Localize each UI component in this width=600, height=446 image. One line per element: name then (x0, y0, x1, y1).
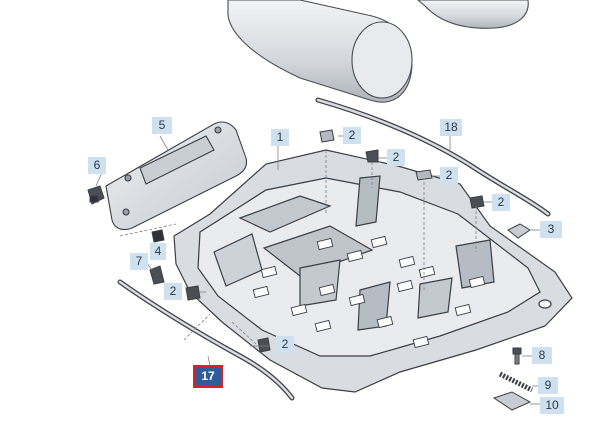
callout-5[interactable]: 5 (152, 117, 172, 134)
underbody-panel-1 (173, 149, 573, 393)
cover-10 (492, 391, 532, 411)
bolt-8 (512, 347, 522, 365)
callout-6[interactable]: 6 (88, 157, 106, 174)
callout-18[interactable]: 18 (440, 119, 462, 136)
callout-2[interactable]: 2 (440, 167, 458, 184)
clip-2 (415, 169, 433, 181)
callout-2[interactable]: 2 (164, 283, 182, 300)
callout-4[interactable]: 4 (150, 243, 166, 260)
callout-1[interactable]: 1 (271, 129, 289, 146)
clip-2 (319, 129, 335, 143)
clip-2 (257, 337, 271, 353)
callout-9[interactable]: 9 (538, 377, 558, 394)
bracket-panel-5 (105, 121, 248, 231)
clip-7 (149, 265, 165, 285)
spring-9 (498, 371, 534, 393)
callout-2[interactable]: 2 (387, 149, 405, 166)
callout-3[interactable]: 3 (540, 221, 562, 238)
callout-2[interactable]: 2 (343, 127, 361, 144)
tank-right (417, 0, 529, 29)
callout-2[interactable]: 2 (276, 336, 294, 353)
callout-10[interactable]: 10 (540, 397, 564, 414)
callout-8[interactable]: 8 (532, 347, 552, 364)
small-parts (149, 129, 534, 411)
clip-3 (507, 223, 531, 239)
fuel-tanks (227, 0, 529, 103)
callout-2[interactable]: 2 (492, 194, 510, 211)
callout-17[interactable]: 17 (193, 365, 223, 388)
callout-7[interactable]: 7 (130, 253, 148, 270)
clip-2 (185, 285, 201, 301)
clip-2 (469, 195, 485, 209)
clip-2 (365, 149, 379, 163)
clip-6 (87, 185, 105, 205)
clip-4 (151, 229, 165, 243)
tank-left-endcap (351, 21, 413, 99)
